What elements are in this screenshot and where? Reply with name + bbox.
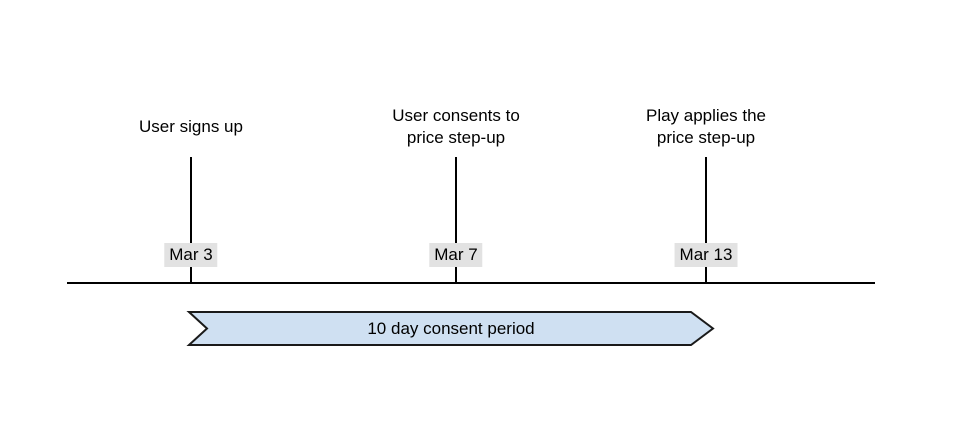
event-label-line: User signs up (139, 117, 243, 136)
consent-period-band (186, 311, 715, 346)
date-chip-mar-7: Mar 7 (429, 243, 483, 267)
event-label-user-consents: User consents to price step-up (392, 105, 520, 149)
event-label-play-applies: Play applies the price step-up (646, 105, 766, 149)
event-label-line: Play applies the (645, 106, 767, 125)
consent-period-label: 10 day consent period (367, 319, 535, 338)
event-label-line: User consents to (392, 106, 520, 125)
event-label-user-signs-up: User signs up (139, 116, 243, 138)
date-chip-mar-3: Mar 3 (164, 243, 218, 267)
event-label-line: price step-up (406, 128, 506, 147)
date-chip-mar-13: Mar 13 (674, 243, 738, 267)
event-label-line: price step-up (656, 128, 756, 147)
